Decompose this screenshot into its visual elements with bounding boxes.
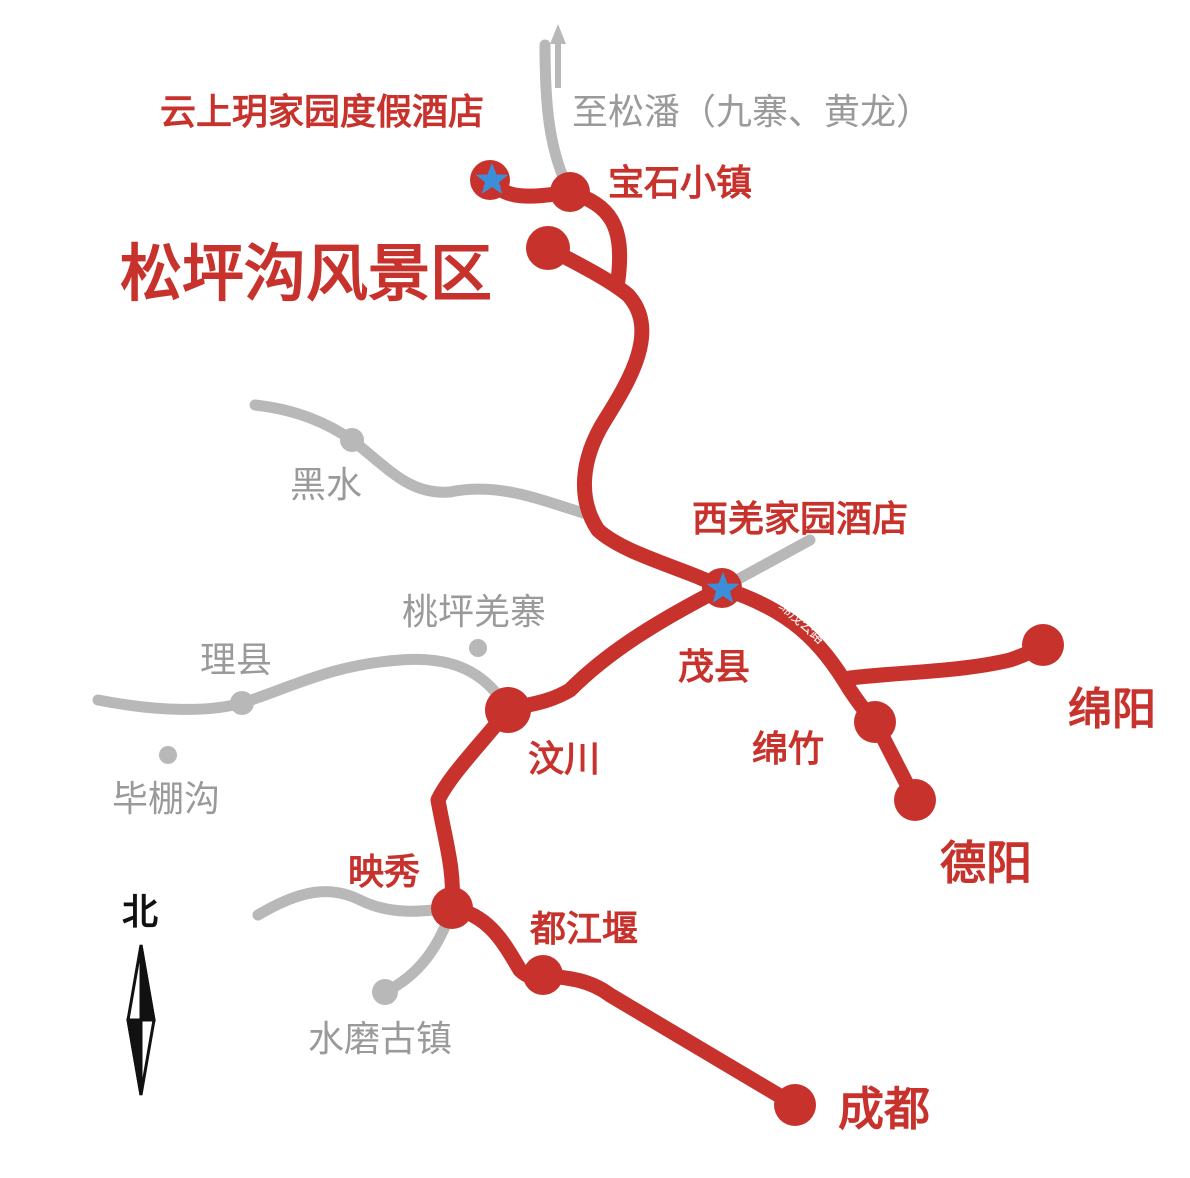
route-dujiangyan-chengdu xyxy=(535,967,803,1113)
to-songpan-label: 至松潘（九寨、黄龙） xyxy=(572,92,933,133)
route-main xyxy=(540,240,730,596)
heishui-node xyxy=(340,428,364,452)
maoxian-label: 茂县 xyxy=(678,647,751,688)
taoping-node xyxy=(469,639,487,657)
north-label: 北 xyxy=(122,892,159,933)
lixian-node xyxy=(230,691,254,715)
star-icon xyxy=(706,572,740,603)
yingxiu-node xyxy=(431,887,473,929)
resort-label: 云上玥家园度假酒店 xyxy=(160,92,485,133)
xiqiang-hotel-label: 西羌家园酒店 xyxy=(692,499,909,540)
chengdu-node xyxy=(774,1084,816,1126)
songpinggou-node xyxy=(526,226,570,270)
taoping-label: 桃坪羌寨 xyxy=(402,592,547,633)
road-heishui xyxy=(249,399,596,521)
shuimo-label: 水磨古镇 xyxy=(308,1019,453,1060)
wenchuan-node xyxy=(485,687,531,733)
songpinggou-label: 松坪沟风景区 xyxy=(120,237,493,310)
mianyang-label: 绵阳 xyxy=(1068,684,1156,735)
road-yingxiu-west xyxy=(252,886,458,921)
chengdu-label: 成都 xyxy=(838,1082,930,1136)
baoshi-label: 宝石小镇 xyxy=(608,163,753,204)
mianzhu-label: 绵竹 xyxy=(752,729,825,770)
deyang-node xyxy=(894,779,936,821)
bipenggou-node xyxy=(159,746,177,764)
dujiangyan-label: 都江堰 xyxy=(530,909,639,950)
dujiangyan-node xyxy=(523,955,563,995)
route-wenchuan-yingxiu xyxy=(430,702,516,916)
road-lixian xyxy=(92,653,514,716)
arrow-up-icon xyxy=(550,24,566,88)
wenchuan-label: 汶川 xyxy=(528,739,601,780)
lixian-label: 理县 xyxy=(200,640,273,681)
mianyang-node xyxy=(1022,624,1064,666)
route-mianyang xyxy=(842,637,1051,686)
north-arrow-icon xyxy=(126,944,156,1096)
yingxiu-label: 映秀 xyxy=(348,852,421,893)
star-icon xyxy=(475,163,509,194)
baoshi-node xyxy=(550,172,590,212)
bipenggou-label: 毕棚沟 xyxy=(112,779,221,820)
deyang-label: 德阳 xyxy=(940,836,1032,890)
mianzhu-node xyxy=(854,701,896,743)
shuimo-node xyxy=(372,979,398,1005)
heishui-label: 黑水 xyxy=(290,465,363,506)
